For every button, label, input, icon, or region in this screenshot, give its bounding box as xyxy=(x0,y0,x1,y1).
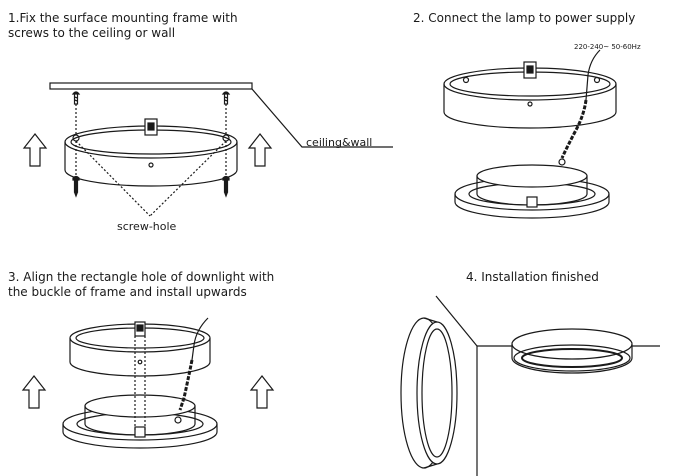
wall-mounted-downlight xyxy=(400,317,458,469)
step3-illustration xyxy=(22,317,274,449)
step4-illustration xyxy=(400,295,660,476)
screw-icon xyxy=(222,91,230,105)
step2-illustration xyxy=(443,49,617,219)
step1-caption: 1.Fix the surface mounting frame with sc… xyxy=(8,11,238,40)
step3-caption: 3. Align the rectangle hole of downlight… xyxy=(8,270,275,299)
step4-caption: 4. Installation finished xyxy=(466,270,599,284)
up-arrow-icon xyxy=(22,375,46,409)
ceiling-panel xyxy=(49,82,253,90)
up-arrow-icon xyxy=(250,375,274,409)
up-arrow-icon xyxy=(23,133,47,167)
room-corner-line xyxy=(435,295,478,347)
power-supply-label: 220-240~ 50-60Hz xyxy=(574,43,641,51)
screw-icon xyxy=(72,91,80,105)
connector xyxy=(560,99,588,159)
screw-hole-label: screw-hole xyxy=(117,220,177,233)
mounting-frame xyxy=(69,323,211,377)
ceiling-leader-line xyxy=(251,88,393,148)
screw-icon xyxy=(222,175,230,197)
downlight xyxy=(454,164,610,219)
ceiling-mounted-downlight xyxy=(511,328,633,374)
step2-caption: 2. Connect the lamp to power supply xyxy=(413,11,636,25)
downlight xyxy=(62,394,218,449)
power-wire xyxy=(191,317,209,361)
up-arrow-icon xyxy=(248,133,272,167)
ceiling-wall-label: ceiling&wall xyxy=(306,136,373,149)
step1-illustration xyxy=(23,82,393,217)
screw-icon xyxy=(72,175,80,197)
power-wire xyxy=(585,49,601,101)
